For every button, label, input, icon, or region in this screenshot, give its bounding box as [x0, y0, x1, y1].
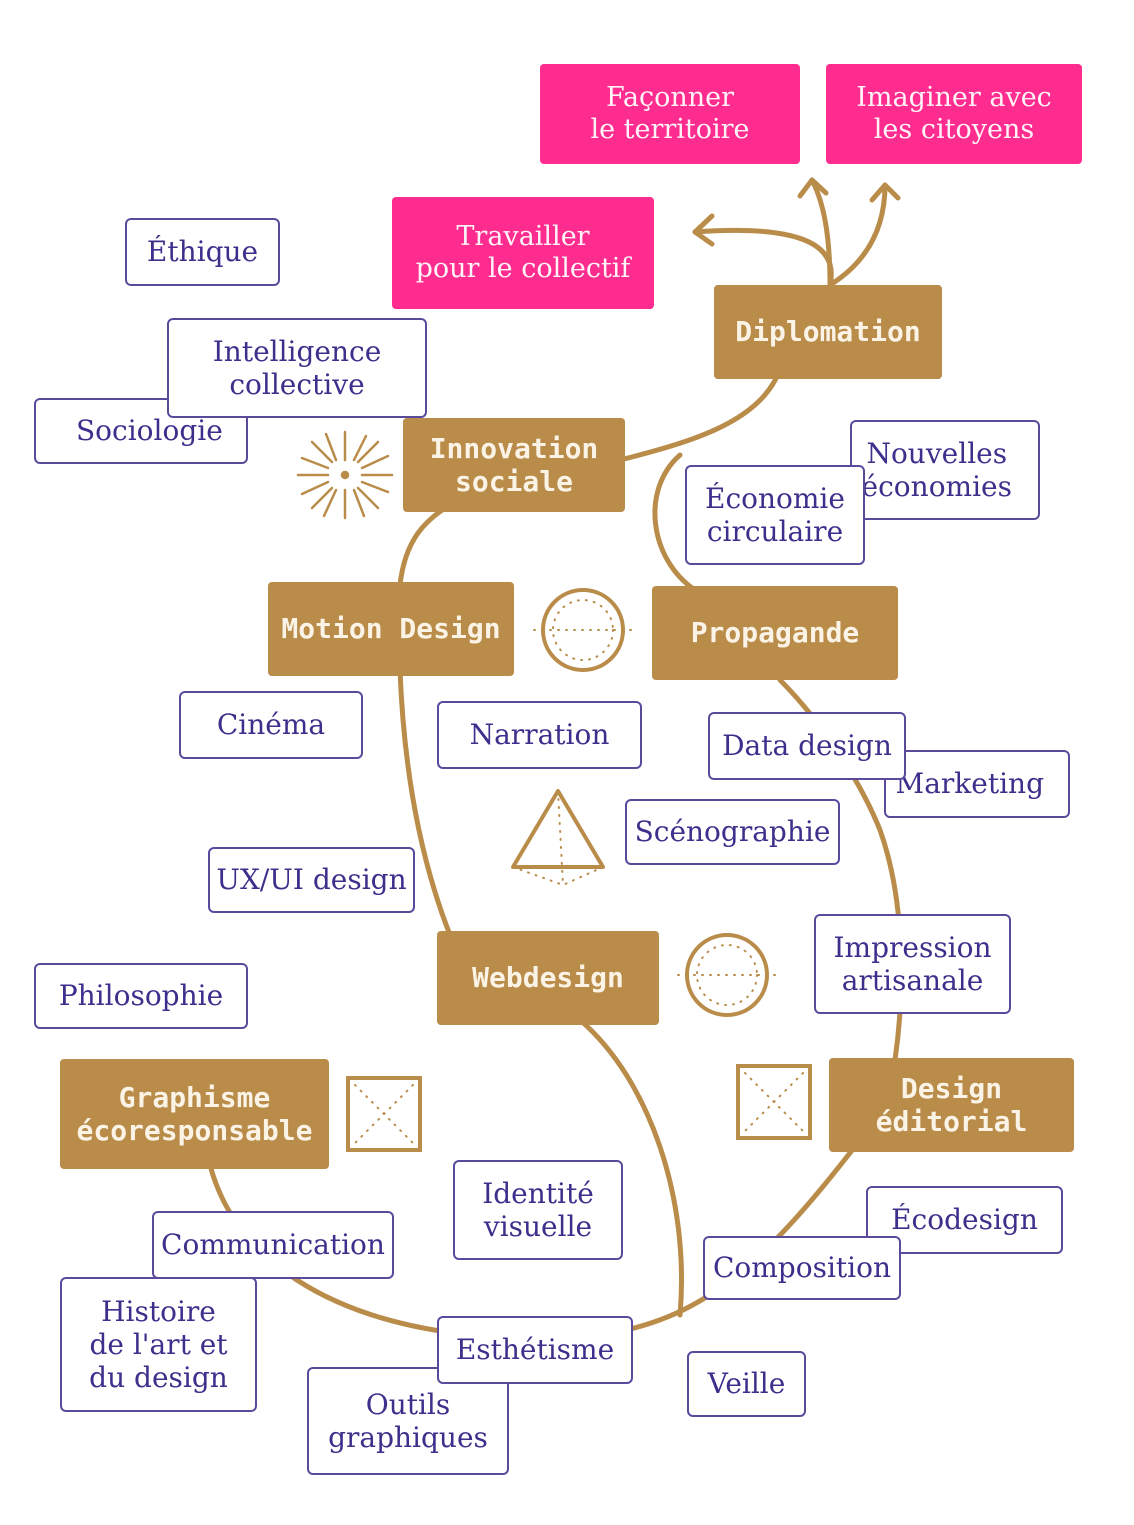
goal-travailler-collectif: Travailler pour le collectif — [392, 197, 654, 309]
skill-identite-visuelle: Identité visuelle — [453, 1160, 623, 1260]
skill-ux-ui-design: UX/UI design — [208, 847, 415, 913]
skill-scenographie: Scénographie — [625, 799, 840, 865]
skill-cinema: Cinéma — [179, 691, 363, 759]
skill-outils-graphiques: Outils graphiques — [307, 1367, 509, 1475]
dotted-square-icon — [346, 1076, 422, 1152]
skill-data-design: Data design — [708, 712, 906, 780]
stage-propagande: Propagande — [652, 586, 898, 680]
stage-design-editorial: Design éditorial — [829, 1058, 1074, 1152]
skill-philosophie: Philosophie — [34, 963, 248, 1029]
skill-esthetisme: Esthétisme — [437, 1316, 633, 1384]
stage-diplomation: Diplomation — [714, 285, 942, 379]
skill-marketing: Marketing — [884, 750, 1070, 818]
skill-ethique: Éthique — [125, 218, 280, 286]
skill-economie-circulaire: Économie circulaire — [685, 465, 865, 565]
skill-histoire-art-design: Histoire de l'art et du design — [60, 1277, 257, 1412]
dotted-triangle-icon — [511, 789, 605, 886]
skill-composition: Composition — [703, 1236, 901, 1300]
stage-graphisme-ecoresponsable: Graphisme écoresponsable — [60, 1059, 329, 1169]
skill-veille: Veille — [687, 1351, 806, 1417]
goal-imaginer-citoyens: Imaginer avec les citoyens — [826, 64, 1082, 164]
goal-faconner-territoire: Façonner le territoire — [540, 64, 800, 164]
skill-nouvelles-economies: Nouvelles économies — [850, 420, 1040, 520]
dotted-square-icon — [736, 1064, 812, 1140]
stage-innovation-sociale: Innovation sociale — [403, 418, 625, 512]
skill-impression-artisanale: Impression artisanale — [814, 914, 1011, 1014]
skill-sociologie: Sociologie — [34, 398, 248, 464]
stage-webdesign: Webdesign — [437, 931, 659, 1025]
dotted-circle-icon — [677, 933, 777, 1017]
skill-narration: Narration — [437, 701, 642, 769]
skill-communication: Communication — [152, 1211, 394, 1279]
skill-intelligence-collective: Intelligence collective — [167, 318, 427, 418]
sunburst-icon — [296, 430, 394, 520]
dotted-circle-icon — [533, 588, 633, 672]
stage-motion-design: Motion Design — [268, 582, 514, 676]
